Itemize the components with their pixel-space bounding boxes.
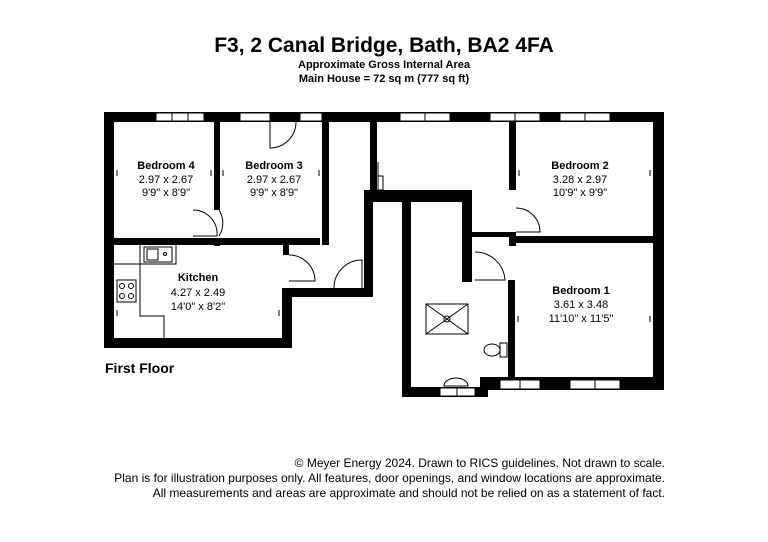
bedroom2-name: Bedroom 2 xyxy=(551,160,608,172)
property-title: F3, 2 Canal Bridge, Bath, BA2 4FA xyxy=(214,34,554,57)
dimension-ticks xyxy=(116,170,651,322)
room-label-bedroom4: Bedroom 4 2.97 x 2.67 9'9" x 8'9" xyxy=(137,160,195,199)
room-label-bedroom1: Bedroom 1 3.61 x 3.48 11'10" x 11'5" xyxy=(549,285,614,325)
area-value: Main House = 72 sq m (777 sq ft) xyxy=(298,73,470,85)
bedroom3-imperial: 9'9" x 8'9" xyxy=(250,187,298,199)
bedroom4-metric: 2.97 x 2.67 xyxy=(139,174,193,186)
bedroom4-imperial: 9'9" x 8'9" xyxy=(142,187,190,199)
kitchen-imperial: 14'0" x 8'2" xyxy=(171,301,225,313)
bedroom1-metric: 3.61 x 3.48 xyxy=(554,299,608,311)
walls xyxy=(104,112,664,397)
door-swings xyxy=(192,121,541,289)
bathroom-fixtures xyxy=(425,303,508,387)
footer-copyright: © Meyer Energy 2024. Drawn to RICS guide… xyxy=(294,456,665,470)
bedroom2-metric: 3.28 x 2.97 xyxy=(553,174,607,186)
window-mullions xyxy=(171,113,596,396)
bedroom1-name: Bedroom 1 xyxy=(552,285,609,297)
windows xyxy=(155,112,621,397)
footer-disclaimer: Plan is for illustration purposes only. … xyxy=(114,471,665,485)
bedroom3-name: Bedroom 3 xyxy=(245,160,302,172)
room-label-kitchen: Kitchen 4.27 x 2.49 14'0" x 8'2" xyxy=(171,272,225,313)
area-label: Approximate Gross Internal Area xyxy=(298,59,470,71)
kitchen-name: Kitchen xyxy=(178,272,219,284)
bedroom4-name: Bedroom 4 xyxy=(137,160,195,172)
footer-measurements: All measurements and areas are approxima… xyxy=(152,486,665,500)
room-label-bedroom2: Bedroom 2 3.28 x 2.97 10'9" x 9'9" xyxy=(551,160,608,199)
floor-label: First Floor xyxy=(105,360,175,376)
kitchen-metric: 4.27 x 2.49 xyxy=(171,287,225,299)
bedroom3-metric: 2.97 x 2.67 xyxy=(247,174,301,186)
room-label-bedroom3: Bedroom 3 2.97 x 2.67 9'9" x 8'9" xyxy=(245,160,302,199)
bedroom2-imperial: 10'9" x 9'9" xyxy=(553,187,607,199)
bedroom1-imperial: 11'10" x 11'5" xyxy=(549,313,614,325)
kitchen-units xyxy=(114,245,177,338)
